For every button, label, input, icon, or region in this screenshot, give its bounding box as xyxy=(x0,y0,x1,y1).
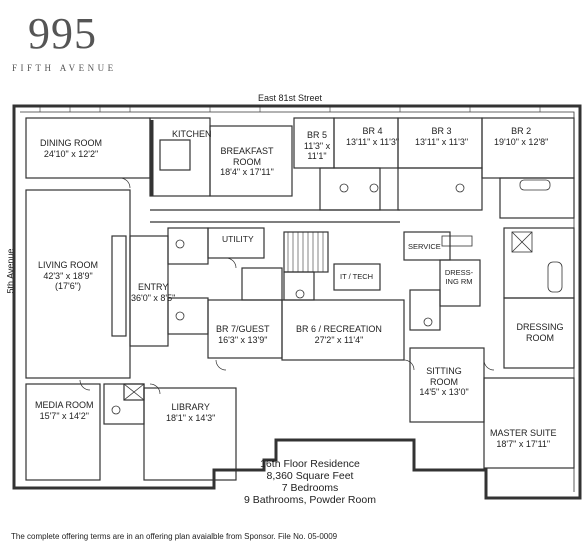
living-room-label: LIVING ROOM 42'3" x 18'9" (17'6") xyxy=(38,260,98,292)
br6-name: BR 6 / RECREATION xyxy=(296,324,382,334)
summary-floor: 16th Floor Residence xyxy=(260,458,360,470)
breakfast-room-label: BREAKFAST ROOM 18'4" x 17'11" xyxy=(212,146,282,178)
dining-room-name: DINING ROOM xyxy=(40,138,102,148)
br6-outline xyxy=(281,299,405,361)
br4-name: BR 4 xyxy=(362,126,383,136)
dressing-room-name: DRESSING ROOM xyxy=(516,322,564,343)
media-room-dims: 15'7" x 14'2" xyxy=(39,410,89,421)
breakfast-room-outline xyxy=(209,125,293,197)
entry-label: ENTRY 36'0" x 8'5" xyxy=(131,282,175,303)
living-room-dims: 42'3" x 18'9" xyxy=(43,270,93,281)
dressing-rm-outline xyxy=(439,259,481,307)
summary-area: 8,360 Square Feet xyxy=(266,470,354,482)
summary-bathrooms: 9 Bathrooms, Powder Room xyxy=(244,494,376,506)
sitting-room-dims: 14'5" x 13'0" xyxy=(419,387,469,397)
brand-number: 995 xyxy=(28,9,97,58)
master-suite-dims: 18'7" x 17'11" xyxy=(496,438,551,449)
it-tech-label: IT / TECH xyxy=(340,272,373,281)
it-tech-outline xyxy=(333,263,381,291)
br2-dims: 19'10" x 12'8" xyxy=(494,136,549,147)
library-outline xyxy=(143,387,237,481)
kitchen-name: KITCHEN xyxy=(172,129,212,139)
br3-name: BR 3 xyxy=(431,126,452,136)
library-name: LIBRARY xyxy=(171,402,210,412)
dining-room-dims: 24'10" x 12'2" xyxy=(43,148,99,159)
dining-room-label: DINING ROOM 24'10" x 12'2" xyxy=(40,138,102,159)
master-suite-name: MASTER SUITE xyxy=(490,428,557,438)
br6-dims: 27'2" x 11'4" xyxy=(314,334,364,345)
br7-label: BR 7/GUEST 16'3" x 13'9" xyxy=(216,324,270,345)
residence-summary: 16th Floor Residence 8,360 Square Feet 7… xyxy=(240,458,380,506)
entry-outline xyxy=(129,235,169,347)
br3-dims: 13'11" x 11'3" xyxy=(415,136,469,147)
summary-bedrooms: 7 Bedrooms xyxy=(281,482,339,494)
breakfast-room-name: BREAKFAST ROOM xyxy=(220,146,274,167)
br2-name: BR 2 xyxy=(511,126,532,136)
north-street-label: East 81st Street xyxy=(258,93,323,103)
br3-label: BR 3 13'11" x 11'3" xyxy=(415,126,468,147)
dressing-room-outline xyxy=(503,297,575,369)
service-label: SERVICE xyxy=(408,242,441,251)
br5-dims: 11'3" x 11'1" xyxy=(303,140,331,162)
library-dims: 18'1" x 14'3" xyxy=(166,412,216,423)
entry-name: ENTRY xyxy=(138,282,169,292)
living-room-name: LIVING ROOM xyxy=(38,260,99,270)
breakfast-room-dims: 18'4" x 17'11" xyxy=(220,167,274,177)
media-room-outline xyxy=(25,383,101,481)
master-suite-outline xyxy=(483,377,575,469)
utility-label: UTILITY xyxy=(222,234,254,245)
dressing-rm-label: DRESS- ING RM xyxy=(443,268,475,286)
service-name: SERVICE xyxy=(408,242,441,251)
br4-label: BR 4 13'11" x 11'3" xyxy=(346,126,399,147)
sitting-room-label: SITTING ROOM 14'5" x 13'0" xyxy=(414,366,474,398)
br5-label: BR 5 11'3" x 11'1" xyxy=(302,130,332,162)
media-room-name: MEDIA ROOM xyxy=(35,400,94,410)
br7-name: BR 7/GUEST xyxy=(216,324,270,334)
dressing-rm-name: DRESS- ING RM xyxy=(444,268,474,286)
utility-name: UTILITY xyxy=(222,234,254,244)
utility-outline xyxy=(207,227,265,259)
br7-dims: 16'3" x 13'9" xyxy=(218,334,268,345)
entry-dims: 36'0" x 8'5" xyxy=(131,292,176,303)
media-room-label: MEDIA ROOM 15'7" x 14'2" xyxy=(35,400,94,421)
sitting-room-name: SITTING ROOM xyxy=(426,366,462,387)
library-label: LIBRARY 18'1" x 14'3" xyxy=(166,402,215,423)
br5-name: BR 5 xyxy=(306,130,327,140)
living-room-dims-alt: (17'6") xyxy=(55,281,81,291)
dressing-room-label: DRESSING ROOM xyxy=(510,322,570,343)
master-suite-label: MASTER SUITE 18'7" x 17'11" xyxy=(490,428,557,449)
br2-label: BR 2 19'10" x 12'8" xyxy=(494,126,548,147)
it-tech-name: IT / TECH xyxy=(340,272,374,281)
brand-name: FIFTH AVENUE xyxy=(12,63,117,73)
br4-dims: 13'11" x 11'3" xyxy=(346,136,400,147)
kitchen-label: KITCHEN xyxy=(172,129,212,140)
offering-disclaimer: The complete offering terms are in an of… xyxy=(11,532,338,541)
br6-label: BR 6 / RECREATION 27'2" x 11'4" xyxy=(296,324,382,345)
exterior-wall xyxy=(12,104,582,500)
